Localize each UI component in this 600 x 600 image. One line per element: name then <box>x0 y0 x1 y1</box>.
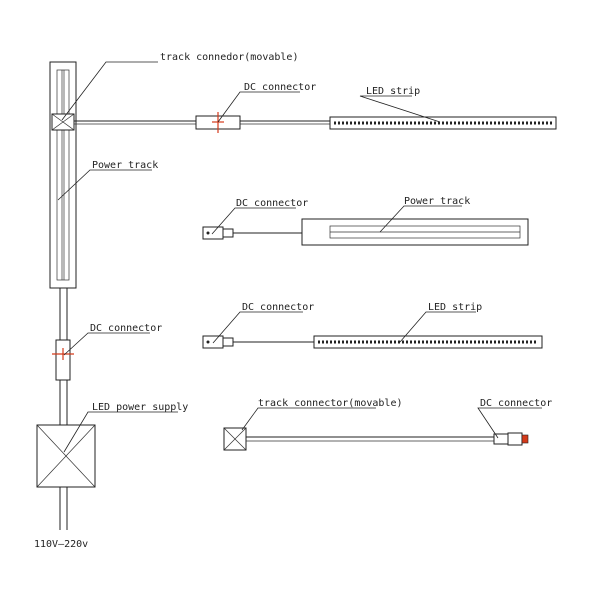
label-dc-connector-top: DC connector <box>244 82 316 93</box>
label-power-track-left: Power track <box>92 160 158 171</box>
label-track-connector-bottom: track connector(movable) <box>258 398 403 409</box>
label-dc-connector-mid1: DC connector <box>236 198 308 209</box>
power-track-mid <box>301 218 529 246</box>
label-dc-connector-bottom: DC connector <box>480 398 552 409</box>
dc-connector-mid2 <box>202 335 234 349</box>
label-voltage: 110V—220v <box>34 539 88 550</box>
track-connector-top <box>51 113 75 131</box>
led-strip-mid <box>313 335 543 349</box>
track-connector-bottom <box>223 427 247 451</box>
led-strip-top <box>329 116 557 130</box>
label-led-strip-top: LED strip <box>366 86 420 97</box>
label-led-strip-mid: LED strip <box>428 302 482 313</box>
dc-connector-top <box>195 112 241 133</box>
vertical-power-track <box>49 61 77 289</box>
label-dc-connector-left: DC connector <box>90 323 162 334</box>
label-power-track-mid: Power track <box>404 196 470 207</box>
label-led-power-supply: LED power supply <box>92 402 188 413</box>
label-dc-connector-mid2: DC connector <box>242 302 314 313</box>
dc-connector-bottom <box>493 432 529 446</box>
label-track-connector-top: track connedor(movable) <box>160 52 298 63</box>
led-power-supply-box <box>36 424 96 488</box>
dc-connector-mid1 <box>202 226 234 240</box>
leader-lines <box>57 61 542 453</box>
dc-connector-left <box>52 339 74 381</box>
